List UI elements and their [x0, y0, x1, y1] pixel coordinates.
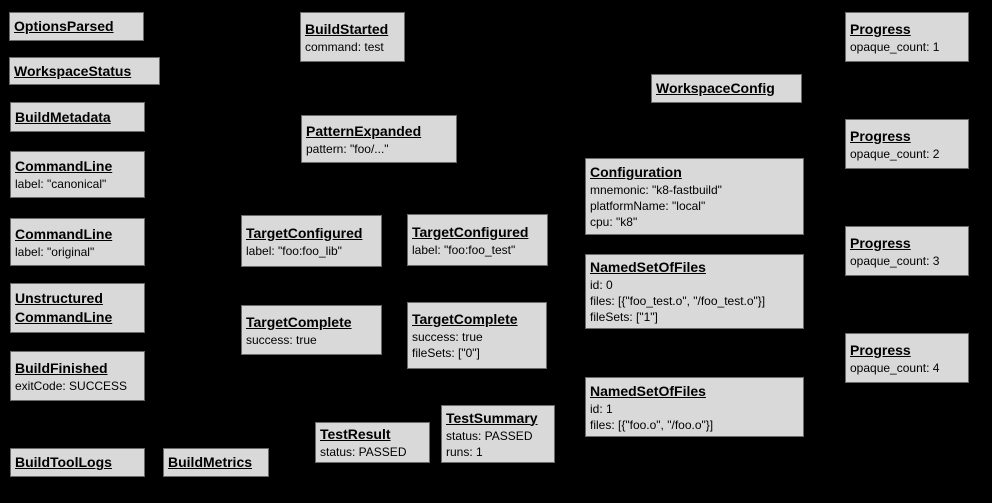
event-node-testresult: TestResult status: PASSED — [315, 422, 430, 463]
event-node-namedsetoffiles: NamedSetOfFiles id: 0 files: [{"foo_test.o… — [585, 254, 804, 329]
event-node-targetcomplete: TargetComplete success: true fileSets: ["0… — [407, 302, 547, 369]
event-field: opaque_count: 3 — [850, 253, 940, 268]
event-field: fileSets: ["0"] — [412, 346, 480, 360]
event-node-buildstarted: BuildStarted command: test — [300, 12, 405, 62]
event-title: TestSummary — [446, 409, 538, 426]
event-node-progress: Progress opaque_count: 2 — [845, 119, 969, 169]
event-node-workspaceconfig: WorkspaceConfig — [651, 74, 802, 103]
event-node-targetconfigured: TargetConfigured label: "foo:foo_test" — [407, 214, 548, 266]
event-field: label: "foo:foo_test" — [412, 242, 516, 257]
event-title: CommandLine — [15, 158, 113, 174]
event-field: label: "canonical" — [15, 177, 107, 191]
event-title: TargetConfigured — [412, 223, 529, 240]
event-node-patternexpanded: PatternExpanded pattern: "foo/..." — [301, 115, 457, 163]
event-title: WorkspaceStatus — [14, 62, 132, 79]
event-field: opaque_count: 1 — [850, 39, 940, 54]
event-node-workspacestatus: WorkspaceStatus — [9, 57, 160, 85]
event-field: status: PASSED — [446, 428, 533, 443]
event-field: fileSets: ["1"] — [590, 310, 658, 324]
event-title: WorkspaceConfig — [656, 80, 775, 96]
event-field: exitCode: SUCCESS — [15, 378, 128, 393]
event-title: BuildFinished — [15, 359, 108, 376]
event-field: pattern: "foo/..." — [306, 141, 389, 156]
event-title: BuildMetrics — [168, 454, 253, 470]
event-node-progress: Progress opaque_count: 3 — [845, 226, 969, 276]
event-node-optionsparsed: OptionsParsed — [9, 12, 144, 41]
event-title: Progress — [850, 341, 911, 358]
event-node-configuration: Configuration mnemonic: "k8-fastbuild" pla… — [585, 158, 804, 235]
event-field: id: 1 — [590, 401, 613, 416]
event-node-progress: Progress opaque_count: 4 — [845, 333, 969, 383]
event-title: Unstructured — [15, 290, 103, 306]
event-node-targetcomplete: TargetComplete success: true — [241, 305, 382, 355]
event-title: Progress — [850, 234, 911, 251]
event-field: opaque_count: 2 — [850, 146, 940, 161]
event-field: files: [{"foo_test.o", "/foo_test.o"}] — [590, 294, 766, 308]
event-field: runs: 1 — [446, 444, 483, 459]
event-node-buildtoollogs: BuildToolLogs — [10, 448, 145, 477]
event-field: status: PASSED — [320, 445, 407, 459]
event-field: success: true — [412, 330, 483, 344]
event-title: NamedSetOfFiles — [590, 259, 706, 275]
event-field: command: test — [305, 39, 384, 54]
event-field: label: "original" — [15, 244, 95, 259]
event-title: OptionsParsed — [14, 18, 114, 34]
event-field: cpu: "k8" — [590, 215, 638, 229]
event-field: success: true — [246, 332, 317, 347]
event-title: PatternExpanded — [306, 122, 422, 139]
event-node-targetconfigured: TargetConfigured label: "foo:foo_lib" — [241, 215, 382, 267]
event-title: NamedSetOfFiles — [590, 382, 706, 399]
event-title: TargetComplete — [412, 311, 518, 327]
event-title: TargetComplete — [246, 313, 352, 330]
event-field: mnemonic: "k8-fastbuild" — [590, 183, 722, 197]
event-node-buildfinished: BuildFinished exitCode: SUCCESS — [10, 351, 145, 401]
event-field: label: "foo:foo_lib" — [246, 243, 342, 258]
event-node-buildmetrics: BuildMetrics — [163, 448, 269, 477]
event-field: platformName: "local" — [590, 199, 706, 213]
event-node-progress: Progress opaque_count: 1 — [845, 12, 969, 62]
event-node-commandline: CommandLine label: "original" — [10, 218, 145, 266]
event-title: TestResult — [320, 426, 391, 442]
event-title: Progress — [850, 127, 911, 144]
event-title: TargetConfigured — [246, 224, 363, 241]
event-field: files: [{"foo.o", "/foo.o"}] — [590, 417, 714, 432]
event-node-commandline: CommandLine label: "canonical" — [10, 151, 145, 198]
event-title: BuildToolLogs — [15, 454, 112, 470]
event-field: id: 0 — [590, 278, 613, 292]
event-node-buildmetadata: BuildMetadata — [10, 102, 145, 132]
event-title: Progress — [850, 20, 911, 37]
event-title: Configuration — [590, 164, 682, 180]
event-title: BuildMetadata — [15, 108, 111, 125]
event-field: opaque_count: 4 — [850, 360, 940, 375]
event-title: BuildStarted — [305, 20, 389, 37]
event-title: CommandLine — [15, 225, 113, 242]
event-title: CommandLine — [15, 309, 113, 325]
